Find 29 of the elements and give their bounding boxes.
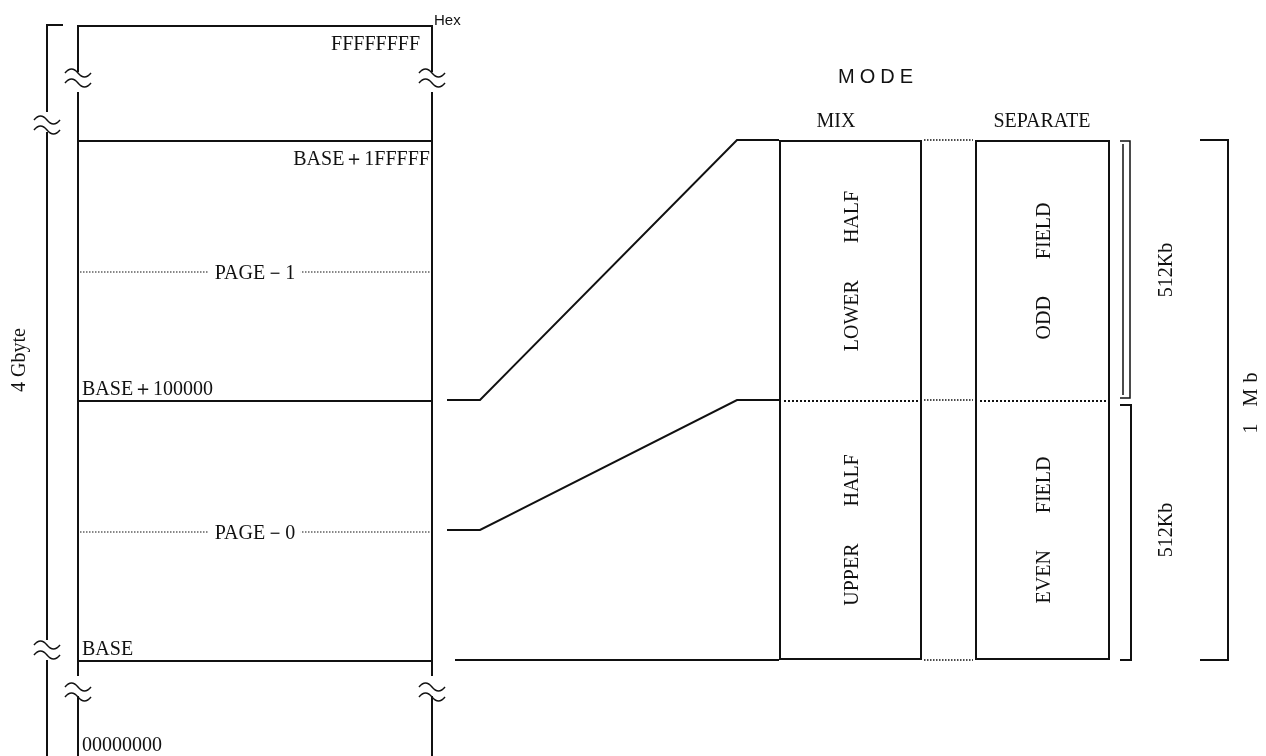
vertical-label: EVEN FIELD [1032, 456, 1053, 604]
mapping-line [446, 399, 780, 531]
mapping-line [454, 659, 780, 661]
column-heading: SEPARATE [993, 110, 1091, 130]
size-label: 512Kb [1155, 242, 1175, 298]
size-label: 1 Mb [1240, 366, 1260, 434]
mapping-line [446, 139, 780, 401]
size-label: 512Kb [1155, 502, 1175, 558]
page-label: PAGE－0 [208, 522, 302, 542]
page-label: PAGE－1 [208, 262, 302, 282]
dotted-connector [923, 399, 974, 401]
unit-label: Hex [434, 12, 461, 27]
heading: MODE [838, 66, 918, 86]
field-box [975, 140, 1110, 400]
address-label: 00000000 [82, 734, 162, 754]
dotted-connector [923, 139, 974, 141]
vertical-label: UPPER HALF [840, 454, 861, 606]
memory-half-box [779, 140, 922, 400]
vertical-label: LOWER HALF [840, 190, 861, 352]
column-heading: MIX [816, 110, 856, 130]
address-label: BASE＋1FFFFF [293, 148, 430, 168]
dotted-connector [923, 659, 974, 661]
field-box [975, 400, 1110, 660]
size-label: 4 Gbyte [8, 328, 28, 392]
address-label: BASE＋100000 [82, 378, 214, 398]
address-label: FFFFFFFF [331, 33, 420, 53]
vertical-label: ODD FIELD [1032, 202, 1053, 340]
memory-half-box [779, 400, 922, 660]
address-label: BASE [82, 638, 134, 658]
